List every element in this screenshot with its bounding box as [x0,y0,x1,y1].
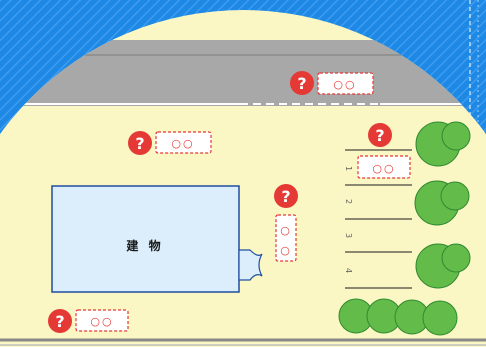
svg-text:○○: ○○ [372,162,395,175]
tree [414,180,470,226]
tree [415,243,471,289]
question-mark-yard: ? [128,131,152,155]
svg-text:?: ? [135,134,144,153]
answer-slot-entrance-top: ○ [280,224,292,237]
svg-text:○○: ○○ [333,78,356,91]
question-mark-bottom: ? [48,309,72,333]
building-entrance [238,249,263,281]
building [51,185,240,293]
svg-text:○○: ○○ [90,315,113,328]
svg-text:?: ? [281,187,290,206]
question-mark-road: ? [290,71,314,95]
svg-text:?: ? [297,74,306,93]
hedge [338,298,458,336]
answer-slot-entrance[interactable]: ○ ○ [275,214,297,262]
parking-lines [345,149,412,289]
answer-slot-parking[interactable]: ○○ [357,155,411,179]
parking-space-1: 1 [344,166,353,171]
parking-space-4: 4 [344,268,353,273]
building-label: 建 物 [125,238,163,253]
svg-text:○○: ○○ [171,137,194,150]
question-mark-parking: ? [368,123,392,147]
tree [415,121,471,167]
parking-space-2: 2 [344,199,353,204]
question-mark-entrance: ? [274,184,298,208]
answer-slot-yard[interactable]: ○○ [155,131,212,154]
parking-space-3: 3 [344,233,353,238]
answer-slot-entrance-bottom: ○ [280,244,292,257]
answer-slot-road[interactable]: ○○ [317,72,374,95]
svg-text:?: ? [375,126,384,145]
answer-slot-bottom[interactable]: ○○ [75,309,129,332]
svg-text:?: ? [55,312,64,331]
